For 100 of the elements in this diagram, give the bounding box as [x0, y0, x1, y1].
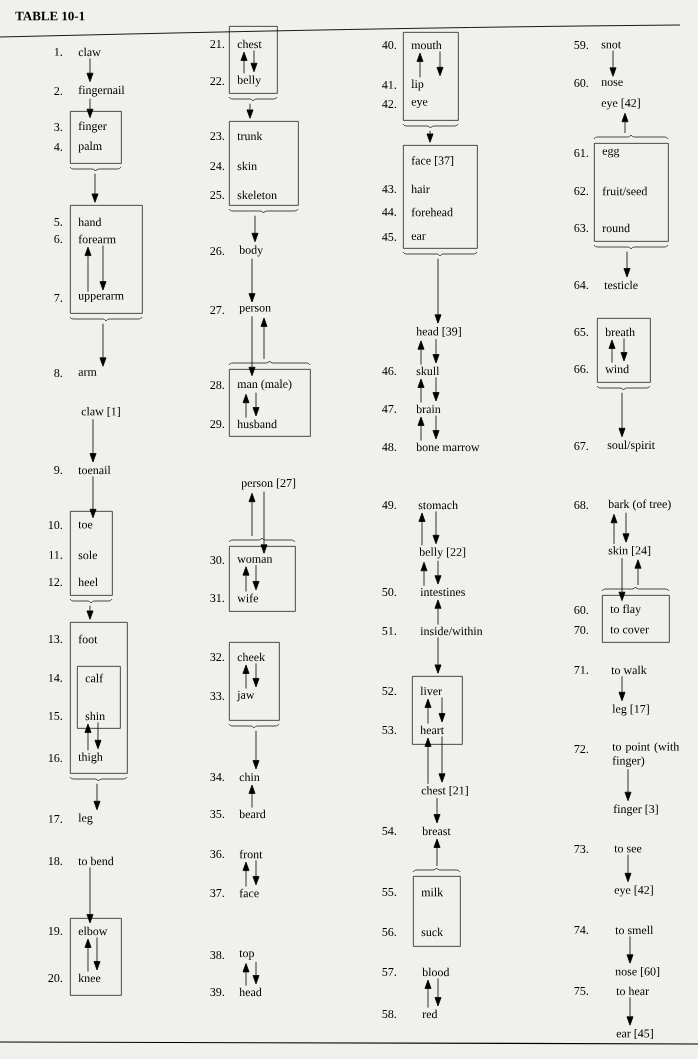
item-number: 23.	[210, 131, 224, 141]
word-label: calf	[85, 673, 104, 683]
word-label: stomach	[418, 500, 458, 510]
word-label: head	[239, 987, 262, 997]
word-label: belly [22]	[419, 547, 466, 559]
arrow	[86, 58, 94, 82]
word-label: nose [60]	[615, 967, 660, 977]
arrow	[99, 323, 107, 367]
arrow	[433, 838, 441, 867]
group-box	[70, 111, 122, 164]
word-label: inside/within	[420, 626, 483, 636]
word-label: hand	[78, 217, 102, 227]
item-number: 10.	[48, 520, 62, 530]
arrow	[432, 511, 440, 545]
item-number: 58.	[382, 1009, 396, 1019]
word-label: soul/spirit	[607, 440, 655, 452]
word-label: breast	[422, 826, 451, 836]
item-number: 46.	[382, 366, 396, 376]
word-label: to point (with finger)	[612, 742, 680, 768]
item-number: 64.	[574, 280, 588, 290]
arrow	[624, 768, 632, 801]
item-number: 44.	[382, 208, 396, 217]
word-label: egg	[602, 148, 620, 158]
item-number: 31.	[210, 593, 224, 603]
item-number: 2.	[54, 86, 62, 96]
word-label: heel	[78, 577, 98, 587]
item-number: 20.	[48, 973, 62, 983]
item-number: 5.	[54, 218, 62, 226]
arrow	[624, 854, 632, 883]
word-label: to walk	[611, 665, 647, 675]
table-title: TABLE 10-1	[15, 11, 85, 21]
item-number: 21.	[210, 39, 224, 49]
word-label: leg	[78, 813, 93, 825]
group-box	[403, 32, 459, 121]
word-label: round	[602, 223, 630, 233]
arrow	[84, 246, 92, 293]
arrow	[248, 492, 256, 537]
word-label: eye [42]	[614, 885, 653, 897]
word-label: to bend	[78, 856, 114, 866]
word-label: toenail	[78, 465, 111, 475]
word-label: forearm	[78, 234, 116, 244]
word-label: finger	[78, 121, 107, 133]
word-label: belly	[237, 75, 262, 87]
arrow	[252, 392, 260, 417]
group-box	[413, 876, 461, 947]
arrow	[626, 997, 634, 1026]
arrow	[242, 861, 250, 887]
arrow	[434, 258, 442, 324]
item-number: 40.	[382, 40, 396, 50]
arrow	[89, 476, 97, 519]
item-number: 25.	[210, 190, 224, 200]
item-number: 8.	[54, 368, 62, 378]
arrow	[84, 723, 92, 751]
group-box	[70, 205, 143, 314]
item-number: 73.	[574, 844, 588, 854]
item-number: 27.	[210, 305, 224, 315]
arrow	[438, 697, 446, 723]
group-box	[70, 622, 128, 774]
arrow	[91, 173, 99, 203]
arrow	[242, 566, 250, 592]
word-label: hair	[411, 184, 430, 194]
item-number: 60.	[574, 78, 588, 88]
word-label: woman	[237, 557, 273, 563]
arrow	[248, 315, 256, 377]
group-box	[70, 918, 122, 996]
word-label: shin	[85, 711, 105, 721]
word-label: jaw	[236, 690, 255, 702]
word-label: skin	[237, 161, 257, 171]
arrow	[623, 251, 631, 278]
group-box	[412, 676, 463, 745]
word-label: beard	[239, 809, 266, 819]
item-number: 51.	[382, 627, 396, 636]
word-label: testicle	[604, 280, 638, 290]
word-label: snot	[601, 41, 622, 49]
arrow	[610, 514, 618, 545]
item-number: 36.	[210, 849, 224, 859]
arrow	[251, 215, 259, 243]
group-box	[403, 145, 478, 249]
item-number: 17.	[48, 815, 62, 824]
word-label: man (male)	[237, 379, 292, 391]
word-label: skin [24]	[608, 546, 651, 556]
word-label: ear [45]	[616, 1029, 653, 1039]
arrow	[420, 561, 428, 587]
word-label: palm	[78, 141, 102, 153]
arrow	[426, 130, 434, 143]
item-number: 14.	[48, 674, 62, 683]
item-number: 71.	[574, 666, 588, 675]
word-label: wife	[237, 593, 258, 603]
arrow	[417, 416, 425, 441]
word-label: thigh	[78, 752, 103, 764]
item-number: 54.	[382, 827, 396, 836]
word-label: claw [1]	[81, 407, 120, 417]
arrow	[94, 722, 102, 750]
arrow	[433, 797, 441, 824]
group-box	[77, 666, 121, 729]
arrow	[242, 963, 250, 986]
word-label: nose	[601, 80, 623, 86]
group-box	[229, 121, 299, 206]
arrow	[621, 112, 629, 134]
arrow	[438, 736, 446, 783]
